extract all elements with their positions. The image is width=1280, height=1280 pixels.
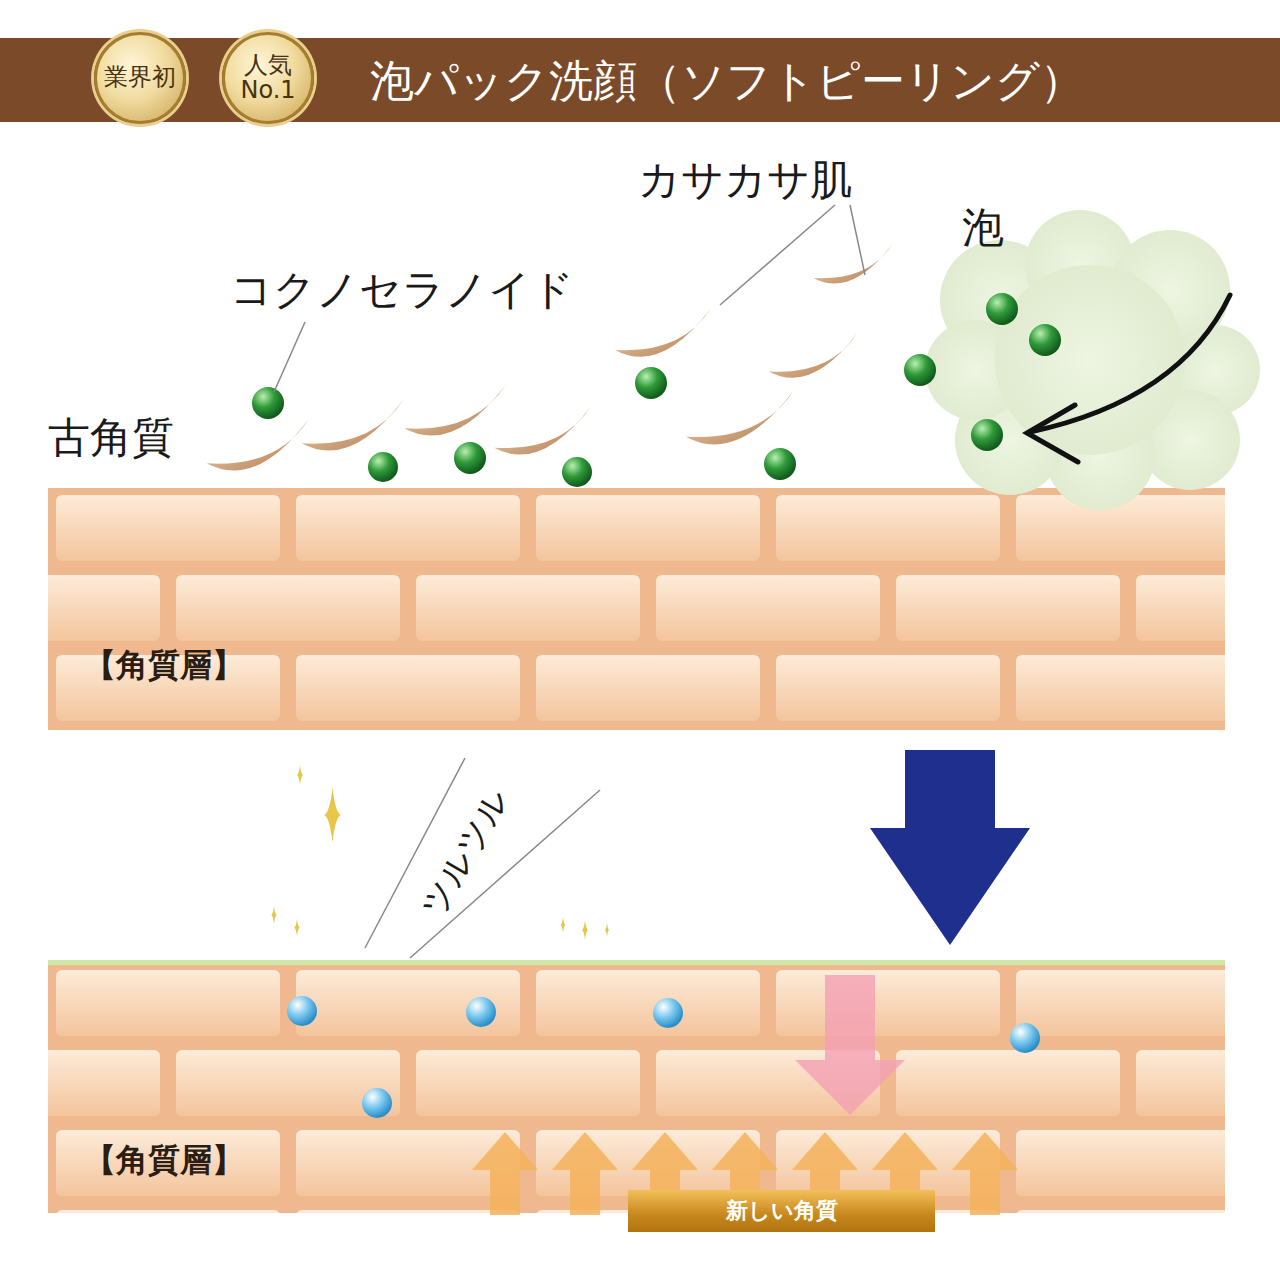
moisture-particles bbox=[287, 996, 1040, 1118]
keratin-flakes bbox=[207, 243, 893, 470]
leader-line bbox=[274, 205, 865, 958]
node-text: 新しい角質 bbox=[726, 1196, 838, 1226]
skin-layer: 【角質層】新しい角質 bbox=[48, 963, 1225, 1213]
label: コクノセラノイド bbox=[230, 262, 574, 318]
green-particles bbox=[252, 293, 1061, 487]
pink-arrow bbox=[795, 975, 905, 1115]
node-text: 業界初 bbox=[101, 65, 179, 90]
curved-arrow bbox=[1027, 295, 1230, 462]
label: 古角質 bbox=[48, 410, 174, 466]
title: 泡パック洗顔（ソフトピーリング） bbox=[370, 52, 1084, 111]
node-text: 【角質層】 bbox=[84, 1139, 244, 1183]
label-band: 新しい角質 bbox=[628, 1190, 935, 1232]
node-text: 人気 No.1 bbox=[229, 53, 307, 103]
badge-circle: 人気 No.1 bbox=[222, 32, 314, 124]
foam-cloud bbox=[925, 210, 1260, 510]
badge-circle: 業界初 bbox=[94, 32, 186, 124]
node-text: 【角質層】 bbox=[84, 644, 244, 688]
sparkles bbox=[271, 765, 609, 940]
title-bar bbox=[0, 38, 1280, 122]
transition-arrow bbox=[870, 750, 1030, 945]
skin-layer: 【角質層】 bbox=[48, 488, 1225, 730]
label: ツルツル bbox=[410, 781, 520, 925]
label: 泡 bbox=[962, 200, 1004, 256]
label: カサカサ肌 bbox=[638, 152, 852, 208]
